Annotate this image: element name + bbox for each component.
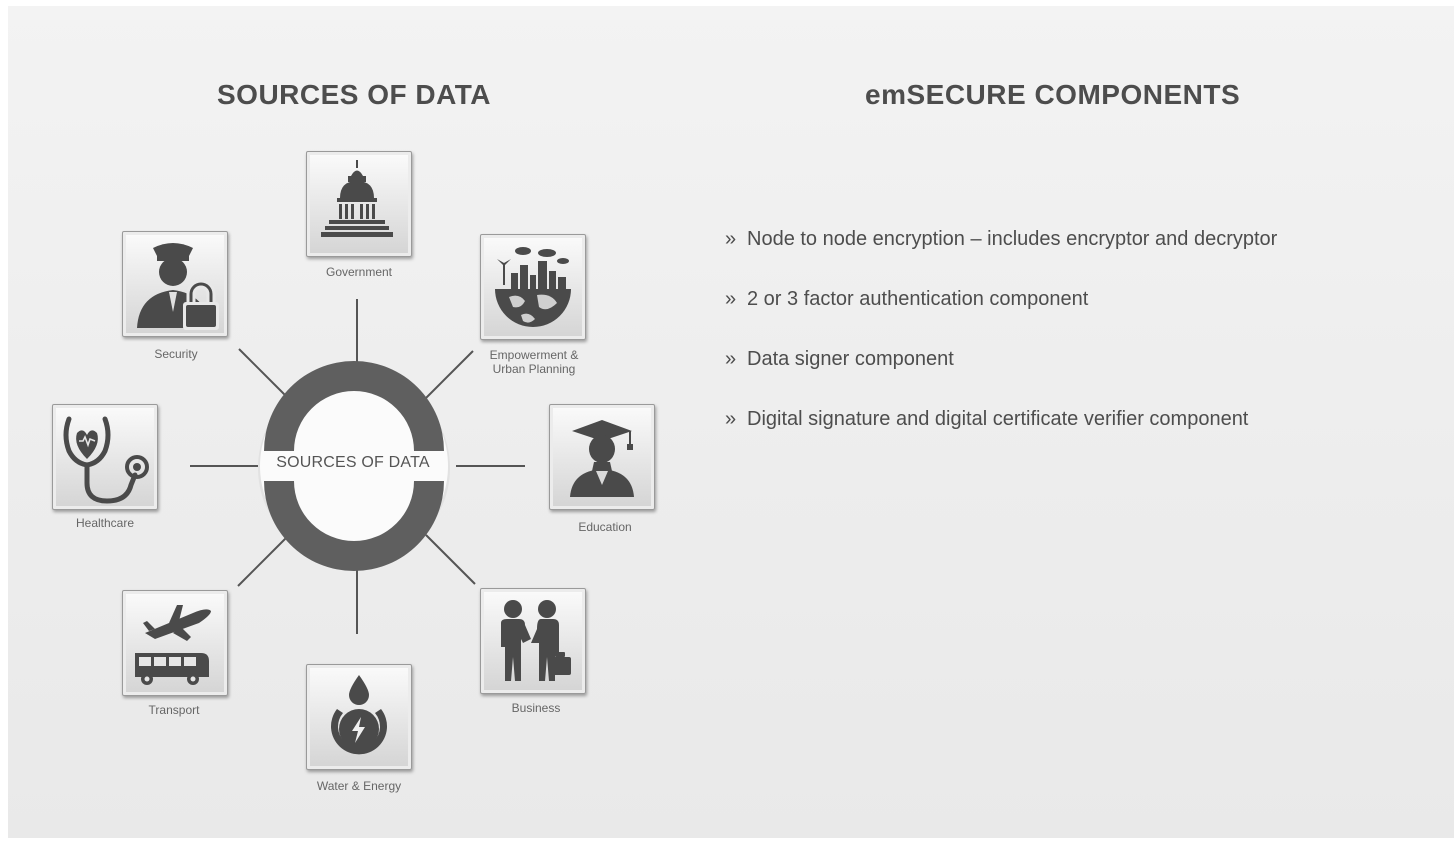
spoke-empowerment: [425, 350, 474, 399]
empowerment-label-line2: Urban Planning: [492, 362, 576, 376]
hub-disc: [260, 372, 448, 560]
component-text: Data signer component: [747, 348, 954, 370]
education-tile: [549, 404, 655, 510]
spoke-security: [238, 348, 287, 397]
components-list: » Node to node encryption – includes encr…: [725, 228, 1277, 468]
bullet-marker: »: [725, 408, 737, 430]
hub-diagram: [190, 299, 525, 634]
sources-heading: SOURCES OF DATA: [217, 79, 492, 110]
list-item: » 2 or 3 factor authentication component: [725, 288, 1277, 348]
business-label: Business: [511, 701, 561, 715]
list-item: » Data signer component: [725, 348, 1277, 408]
handshake-icon: [501, 600, 571, 681]
water-energy-icon: [331, 675, 387, 755]
infographic: SOURCES OF DATA emSECURE COMPONENTS SOUR…: [8, 6, 1454, 838]
hub-label: SOURCES OF DATA: [276, 454, 430, 471]
hub-ring-bottom: [264, 481, 444, 571]
bullet-marker: »: [725, 228, 737, 250]
empowerment-label-line1: Empowerment &: [489, 348, 579, 362]
list-item: » Node to node encryption – includes encr…: [725, 228, 1277, 288]
component-text: Node to node encryption – includes encry…: [747, 228, 1278, 250]
water-energy-tile: [306, 664, 412, 770]
spoke-transport: [237, 537, 287, 587]
component-text: Digital signature and digital certificat…: [747, 408, 1249, 430]
capitol-building-icon: [321, 160, 393, 237]
government-tile: [306, 151, 412, 257]
education-label: Education: [578, 520, 632, 534]
transport-label: Transport: [148, 703, 200, 717]
healthcare-tile: [52, 404, 158, 510]
stethoscope-icon: [63, 416, 149, 504]
spoke-business: [425, 534, 476, 585]
bullet-marker: »: [725, 288, 737, 310]
security-tile: [122, 231, 228, 337]
list-item: » Digital signature and digital certifica…: [725, 408, 1277, 468]
transport-tile: [122, 590, 228, 696]
guard-lock-icon: [137, 243, 219, 330]
city-globe-icon: [495, 247, 571, 327]
bullet-marker: »: [725, 348, 737, 370]
water-energy-label: Water & Energy: [316, 779, 402, 793]
empowerment-label: Empowerment & Urban Planning: [459, 348, 609, 376]
healthcare-label: Healthcare: [75, 516, 135, 530]
spokes: [190, 299, 525, 634]
business-tile: [480, 588, 586, 694]
security-label: Security: [154, 347, 198, 361]
government-label: Government: [325, 265, 393, 279]
components-heading: emSECURE COMPONENTS: [865, 79, 1241, 110]
component-text: 2 or 3 factor authentication component: [747, 288, 1089, 310]
empowerment-tile: [480, 234, 586, 340]
graduate-icon: [570, 420, 634, 497]
plane-bus-icon: [135, 605, 211, 685]
hub-ring-top: [264, 361, 444, 451]
